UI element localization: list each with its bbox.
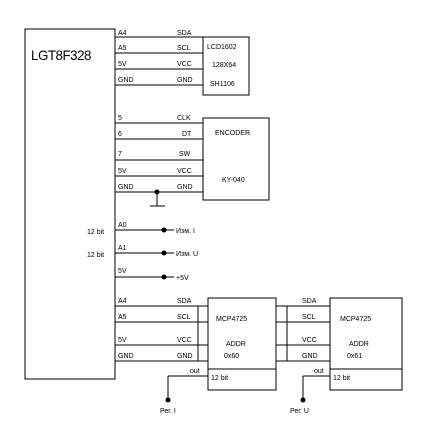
lcd-dev-pin-2: SCL	[177, 45, 191, 52]
lcd-mcu-pin-3: 5V	[118, 61, 127, 68]
dac-mcu-pin-1: A4	[118, 298, 127, 305]
encoder-mcu-pin-4: 5V	[118, 168, 127, 175]
encoder-connections: 5 CLK 6 DT 7 SW 5V VCC GND GND	[115, 115, 203, 193]
dac2-bus-connections: SDA SCL VCC GND	[276, 298, 330, 362]
dac1-out-pin: out	[190, 368, 200, 375]
analog-input-voltage: 12 bit A1 Изм. U	[87, 245, 198, 259]
encoder-dev-pin-2: DT	[182, 131, 192, 138]
dac-dev-pin-2: SCL	[177, 314, 191, 321]
dac2-res: 12 bit	[333, 375, 350, 382]
ground-symbol	[150, 189, 165, 207]
encoder-mcu-pin-2: 6	[118, 131, 122, 138]
lcd-dev-pin-4: GND	[177, 77, 193, 84]
dac2-pin-1: SDA	[302, 298, 317, 305]
encoder-module-box	[202, 117, 270, 201]
dac1-res: 12 bit	[211, 375, 228, 382]
encoder-mcu-pin-3: 7	[118, 151, 122, 158]
analog-pin-2: A1	[118, 245, 127, 252]
dac-dev-pin-1: SDA	[177, 298, 192, 305]
mcu-label: LGT8F328	[31, 47, 92, 63]
supply-pin: 5V	[118, 268, 127, 275]
dac2-name: MCP4725	[340, 316, 371, 323]
lcd-size: 128X64	[212, 62, 236, 69]
analog-label-2: Изм. U	[176, 251, 198, 258]
dac-bus-connections: A4 SDA A5 SCL 5V VCC GND GND	[115, 298, 208, 362]
analog-pin-1: A0	[118, 222, 127, 229]
lcd-name: LCD1602	[207, 44, 237, 51]
dac2-module-box	[329, 297, 403, 391]
dac2-output-label: Рег. U	[290, 408, 309, 415]
dac-mcu-pin-2: A5	[118, 314, 127, 321]
encoder-dev-pin-4: VCC	[177, 168, 192, 175]
mcu-box	[24, 28, 116, 380]
dac2-output: out Рег. U	[290, 368, 330, 415]
dac1-addr: 0x60	[224, 353, 239, 360]
analog-label-1: Изм. I	[176, 228, 195, 235]
dac2-addr: 0x61	[347, 353, 362, 360]
lcd-mcu-pin-1: A4	[118, 30, 127, 37]
dac-mcu-pin-4: GND	[118, 353, 134, 360]
lcd-connections: A4 SDA A5 SCL 5V VCC GND GND	[115, 30, 203, 86]
supply-5v: 5V +5V	[115, 268, 189, 282]
lcd-dev-pin-3: VCC	[177, 61, 192, 68]
dac1-name: MCP4725	[216, 316, 247, 323]
encoder-dev-pin-3: SW	[179, 151, 191, 158]
encoder-mcu-pin-1: 5	[118, 115, 122, 122]
dac2-out-pin: out	[314, 368, 324, 375]
dac-dev-pin-3: VCC	[177, 337, 192, 344]
supply-label: +5V	[176, 275, 189, 282]
dac1-output-label: Рег. I	[160, 408, 176, 415]
encoder-dev-pin-5: GND	[177, 184, 193, 191]
dac2-addr-label: ADDR	[349, 341, 369, 348]
analog-res-1: 12 bit	[87, 229, 104, 236]
dac2-pin-3: VCC	[302, 337, 317, 344]
dac2-pin-4: GND	[302, 353, 318, 360]
lcd-dev-pin-1: SDA	[177, 30, 192, 37]
analog-res-2: 12 bit	[87, 252, 104, 259]
lcd-module-box	[202, 36, 250, 96]
lcd-chip: SH1106	[210, 81, 235, 88]
encoder-dev-pin-1: CLK	[177, 115, 191, 122]
encoder-mcu-pin-5: GND	[118, 184, 134, 191]
dac-mcu-pin-3: 5V	[118, 337, 127, 344]
dac-dev-pin-4: GND	[177, 353, 193, 360]
dac1-module-box	[207, 297, 277, 391]
encoder-name: ENCODER	[215, 130, 250, 137]
dac1-addr-label: ADDR	[226, 341, 246, 348]
lcd-mcu-pin-4: GND	[118, 77, 134, 84]
dac1-output: out Рег. I	[160, 368, 208, 415]
encoder-model: KY-040	[222, 177, 245, 184]
dac2-pin-2: SCL	[302, 314, 316, 321]
lcd-mcu-pin-2: A5	[118, 45, 127, 52]
analog-input-current: 12 bit A0 Изм. I	[87, 222, 195, 236]
